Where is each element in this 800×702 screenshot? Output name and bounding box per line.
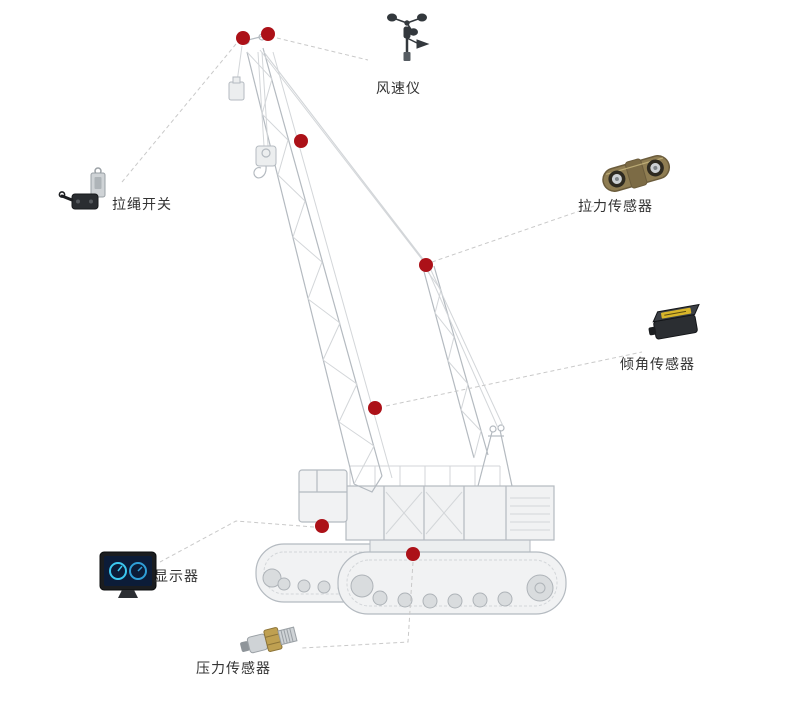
main-boom (239, 33, 393, 493)
sensor-marker-tension-sensor (419, 258, 433, 272)
leader-line-tilt-sensor (385, 351, 643, 407)
leader-line-display (159, 520, 315, 563)
display-icon (98, 550, 158, 605)
rope-pull-switch-icon (58, 166, 116, 221)
label-display: 显示器 (154, 568, 199, 584)
label-rope-pull-switch: 拉绳开关 (112, 196, 172, 212)
hook-and-ropes (228, 45, 277, 179)
label-tilt-sensor: 倾角传感器 (620, 356, 695, 372)
leader-line-anemometer (276, 37, 369, 61)
leader-lines (121, 37, 643, 649)
sensor-marker-pressure-sensor (406, 547, 420, 561)
sensor-marker-upper-boom (294, 134, 308, 148)
label-anemometer: 风速仪 (376, 80, 421, 96)
sensor-marker-tilt-sensor (368, 401, 382, 415)
limit-switch-weight (228, 81, 245, 101)
sensor-marker-rope-switch (236, 31, 250, 45)
pressure-sensor-icon (238, 616, 304, 669)
crane-body (298, 424, 555, 541)
anemometer-icon (383, 8, 431, 71)
label-tension-sensor: 拉力传感器 (578, 198, 653, 214)
label-pressure-sensor: 压力传感器 (196, 660, 271, 676)
leader-line-tension-sensor (431, 205, 595, 263)
leader-line-rope-switch (121, 43, 237, 183)
mast-and-pendants (259, 49, 504, 459)
load-cell-icon (598, 146, 674, 205)
leader-line-pressure-sensor (301, 561, 414, 649)
sensor-marker-display (315, 519, 329, 533)
tilt-sensor-icon (646, 300, 704, 353)
crawler-tracks (255, 533, 567, 615)
operator-cab (298, 469, 348, 523)
sensor-markers (236, 27, 433, 561)
sensor-marker-anemometer (261, 27, 275, 41)
